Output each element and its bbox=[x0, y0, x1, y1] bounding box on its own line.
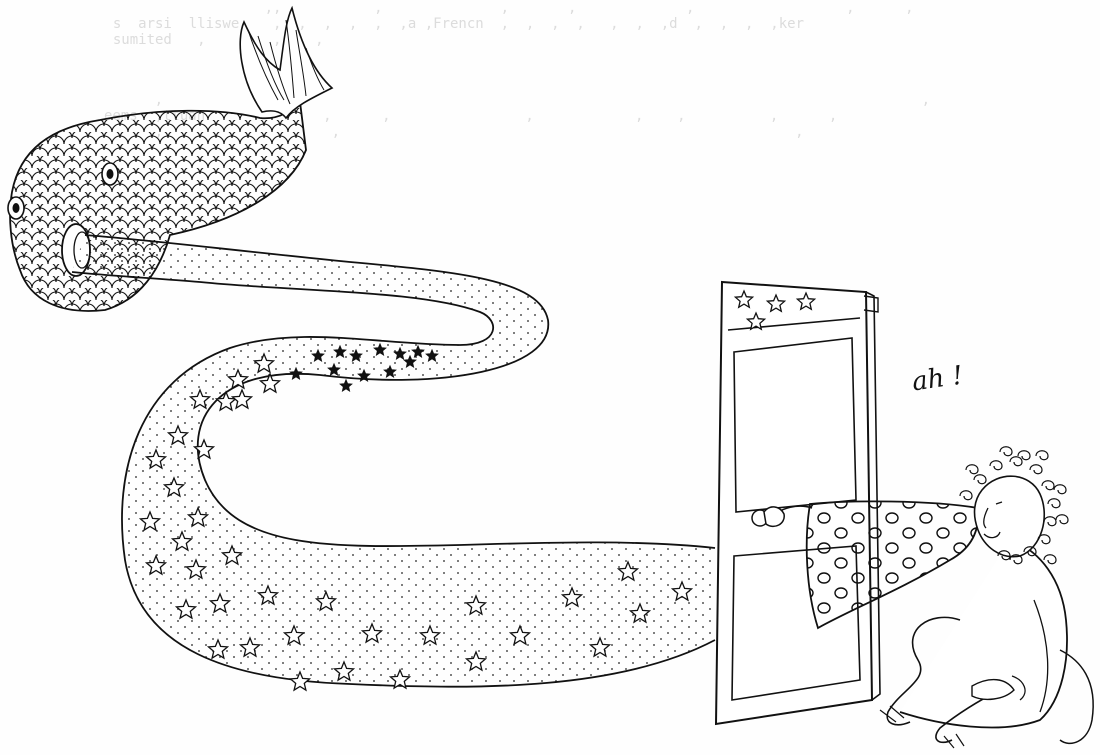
hair-curl bbox=[1053, 484, 1067, 495]
star-icon bbox=[373, 342, 387, 356]
star-icon bbox=[144, 448, 168, 470]
star-icon bbox=[670, 580, 694, 602]
hair-curl bbox=[1043, 554, 1057, 565]
star-icon bbox=[349, 348, 363, 362]
hair-curl bbox=[1037, 534, 1051, 545]
star-icon bbox=[186, 506, 210, 528]
bleed-through-text-1: ,, , , , , , , s arsi lliswe , , , , , ,… bbox=[96, 0, 1096, 48]
star-icon bbox=[162, 476, 186, 498]
star-icon bbox=[256, 584, 280, 606]
star-icon bbox=[170, 530, 194, 552]
star-icon bbox=[289, 366, 303, 380]
star-icon bbox=[425, 348, 439, 362]
star-icon bbox=[166, 424, 190, 446]
star-icon bbox=[258, 372, 282, 394]
hair-curl bbox=[1029, 464, 1043, 475]
bleed-line: s arsi lliswe , , , , , ,a ,Frencn , , ,… bbox=[96, 16, 805, 32]
star-icon bbox=[192, 438, 216, 460]
bleed-line: , , bbox=[104, 92, 931, 108]
star-icon bbox=[795, 291, 817, 311]
star-icon bbox=[311, 348, 325, 362]
hair-curl bbox=[989, 460, 1003, 471]
hair-curl bbox=[959, 490, 973, 501]
hair-curl bbox=[999, 446, 1013, 457]
star-icon bbox=[765, 293, 787, 313]
hair-curl bbox=[1017, 450, 1031, 461]
bleed-line: ,, , , , , , , bbox=[96, 0, 914, 16]
hair-curl bbox=[973, 474, 987, 485]
star-icon bbox=[138, 510, 162, 532]
hair-curl bbox=[1023, 546, 1037, 557]
star-icon bbox=[214, 390, 238, 412]
star-icon bbox=[144, 554, 168, 576]
star-icon bbox=[226, 368, 250, 390]
hair-curl bbox=[1041, 480, 1055, 491]
star-icon bbox=[314, 590, 338, 612]
star-icon bbox=[220, 544, 244, 566]
star-icon bbox=[339, 378, 353, 392]
reaching-arm bbox=[763, 500, 980, 630]
hair-curl bbox=[1047, 498, 1061, 509]
star-icon bbox=[208, 592, 232, 614]
hair-curl bbox=[965, 464, 979, 475]
hair-curl bbox=[1035, 450, 1049, 461]
star-icon bbox=[206, 638, 230, 660]
star-icon bbox=[393, 346, 407, 360]
star-icon bbox=[588, 636, 612, 658]
star-icon bbox=[388, 668, 412, 690]
star-icon bbox=[560, 586, 584, 608]
star-icon bbox=[383, 364, 397, 378]
star-icon bbox=[508, 624, 532, 646]
star-icon bbox=[327, 362, 341, 376]
star-icon bbox=[288, 670, 312, 692]
star-icon bbox=[403, 354, 417, 368]
starry-tube bbox=[71, 234, 716, 692]
star-icon bbox=[616, 560, 640, 582]
star-icon bbox=[188, 388, 212, 410]
star-icon bbox=[745, 311, 767, 331]
star-icon bbox=[628, 602, 652, 624]
star-icon bbox=[733, 289, 755, 309]
bearded-figure bbox=[879, 446, 1094, 749]
star-icon bbox=[360, 622, 384, 644]
star-icon bbox=[411, 344, 425, 358]
hair-curl bbox=[997, 550, 1011, 561]
hair-curl bbox=[1009, 554, 1023, 565]
star-icon bbox=[174, 598, 198, 620]
hair-curl bbox=[1043, 516, 1057, 527]
star-icon bbox=[238, 636, 262, 658]
star-icon bbox=[357, 368, 371, 382]
hair-curl bbox=[1055, 514, 1069, 525]
star-icon bbox=[332, 660, 356, 682]
star-icon bbox=[464, 650, 488, 672]
hair-curl bbox=[1009, 456, 1023, 467]
star-icon bbox=[464, 594, 488, 616]
star-icon bbox=[282, 624, 306, 646]
star-icon bbox=[230, 388, 254, 410]
star-icon bbox=[252, 352, 276, 374]
star-icon bbox=[418, 624, 442, 646]
star-icon bbox=[184, 558, 208, 580]
star-icon bbox=[333, 344, 347, 358]
